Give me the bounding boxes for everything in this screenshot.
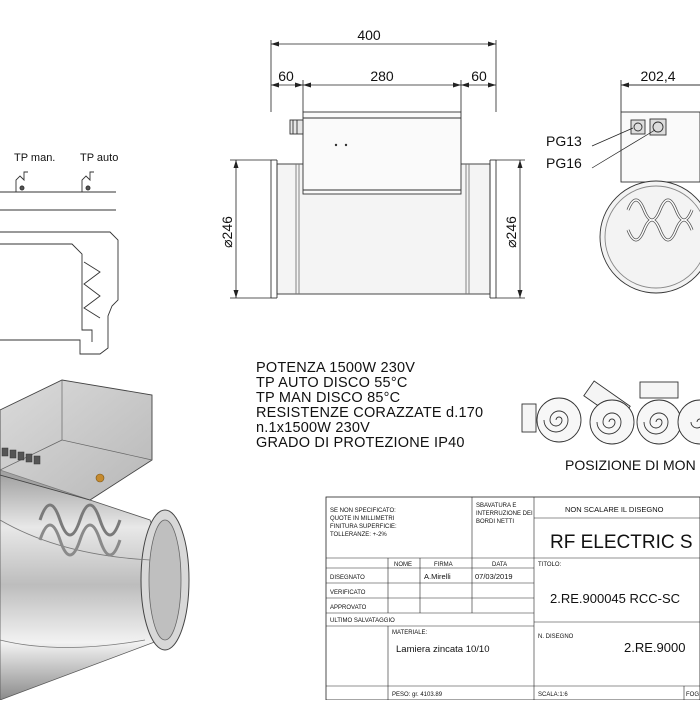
mounting-caption: POSIZIONE DI MON bbox=[565, 457, 696, 473]
isometric-view bbox=[0, 379, 190, 701]
dimension-arrows bbox=[271, 41, 496, 88]
diameter-dimension-left bbox=[230, 159, 271, 299]
tb-peso: PESO: gr. 4103.89 bbox=[392, 692, 443, 698]
title-block bbox=[325, 496, 700, 701]
dim-body-length: 280 bbox=[370, 68, 394, 84]
dim-left-collar: 60 bbox=[278, 68, 294, 84]
spec-line-3: TP MAN DISCO 85°C bbox=[256, 390, 400, 406]
mount-position-1 bbox=[521, 397, 582, 443]
dim-diameter-left: ⌀246 bbox=[219, 216, 235, 248]
tb-materiale-value: Lamiera zincata 10/10 bbox=[396, 644, 489, 655]
spec-line-4: RESISTENZE CORAZZATE d.170 bbox=[256, 405, 483, 421]
spec-line-2: TP AUTO DISCO 55°C bbox=[256, 375, 408, 391]
mount-position-3 bbox=[636, 381, 682, 445]
tb-note-1: SE NON SPECIFICATO: bbox=[330, 508, 396, 514]
label-pg13: PG13 bbox=[546, 133, 582, 149]
mount-position-2 bbox=[583, 380, 635, 445]
tb-note-2: QUOTE IN MILLIMETRI bbox=[330, 516, 395, 522]
pg-leaders bbox=[591, 127, 656, 169]
dim-diameter-right: ⌀246 bbox=[503, 216, 519, 248]
spec-line-5: n.1x1500W 230V bbox=[256, 420, 370, 436]
label-tp-man: TP man. bbox=[14, 152, 55, 164]
tb-drawn-by: A.Mirelli bbox=[424, 572, 451, 581]
tb-no-scale: NON SCALARE IL DISEGNO bbox=[565, 505, 664, 514]
tb-edge-2: INTERRUZIONE DEI bbox=[476, 511, 533, 517]
side-view-arrow bbox=[621, 82, 629, 88]
tb-note-3: FINITURA SUPERFICIE: bbox=[330, 524, 397, 530]
tb-n-disegno-value: 2.RE.9000 bbox=[624, 640, 685, 655]
dim-right-collar: 60 bbox=[471, 68, 487, 84]
thermostat-detail bbox=[0, 171, 116, 211]
title-block-grid bbox=[326, 497, 700, 700]
tb-main-title: RF ELECTRIC S bbox=[550, 532, 693, 553]
tb-row-verificato: VERIFICATO bbox=[330, 590, 366, 596]
tb-n-disegno-label: N. DISEGNO bbox=[538, 634, 574, 640]
tb-row-ultimo: ULTIMO SALVATAGGIO bbox=[330, 618, 395, 624]
tb-materiale-label: MATERIALE: bbox=[392, 630, 428, 636]
tb-titolo-label: TITOLO: bbox=[538, 562, 562, 568]
diameter-arrows-left bbox=[233, 160, 239, 298]
tb-drawn-date: 07/03/2019 bbox=[475, 572, 513, 581]
tb-note-4: TOLLERANZE: +-2% bbox=[330, 532, 387, 538]
specifications: POTENZA 1500W 230V TP AUTO DISCO 55°C TP… bbox=[256, 360, 483, 451]
diameter-dimension-right bbox=[496, 159, 525, 299]
spec-line-1: POTENZA 1500W 230V bbox=[256, 360, 415, 376]
tb-row-approvato: APPROVATO bbox=[330, 605, 367, 611]
label-pg16: PG16 bbox=[546, 155, 582, 171]
spec-line-6: GRADO DI PROTEZIONE IP40 bbox=[256, 435, 465, 451]
tb-row-disegnato: DISEGNATO bbox=[330, 575, 365, 581]
front-view bbox=[270, 111, 497, 299]
label-tp-auto: TP auto bbox=[80, 152, 118, 164]
tb-titolo-value: 2.RE.900045 RCC-SC bbox=[550, 591, 680, 606]
tb-edge-1: SBAVATURA E bbox=[476, 503, 516, 509]
profile-detail bbox=[0, 231, 119, 355]
tb-col-data: DATA bbox=[492, 562, 507, 568]
tb-scala: SCALA:1:6 bbox=[538, 692, 568, 698]
dim-side-depth: 202,4 bbox=[640, 68, 675, 84]
tb-foglio: FOG bbox=[686, 692, 699, 698]
diameter-arrows-right bbox=[517, 160, 523, 298]
dim-overall-length: 400 bbox=[357, 27, 381, 43]
side-view bbox=[599, 80, 700, 294]
front-view-dots bbox=[334, 143, 348, 147]
tb-col-nome: NOME bbox=[394, 562, 412, 568]
mounting-positions bbox=[521, 380, 700, 445]
tb-col-firma: FIRMA bbox=[434, 562, 453, 568]
mount-position-4 bbox=[677, 399, 700, 445]
tb-edge-3: BORDI NETTI bbox=[476, 519, 514, 525]
